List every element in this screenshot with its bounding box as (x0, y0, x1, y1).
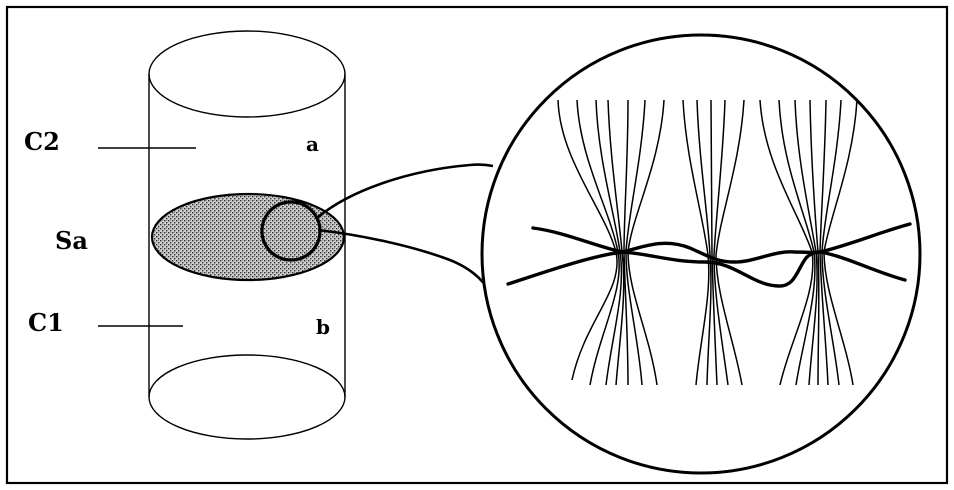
zoom-connector-upper (316, 163, 494, 219)
zoom-connector-lower (317, 228, 492, 293)
label-c2: C2 (24, 127, 60, 156)
cylinder-bottom-front (148, 396, 346, 440)
label-c1: C1 (28, 308, 64, 337)
cylinder-bottom-back (148, 354, 346, 398)
cylinder-top (148, 30, 346, 118)
label-a: a (306, 132, 319, 156)
interface-lines (506, 222, 912, 288)
interface-ellipse (150, 192, 346, 282)
label-b: b (316, 315, 330, 339)
label-sa: Sa (55, 226, 88, 255)
frame-border (5, 5, 949, 485)
